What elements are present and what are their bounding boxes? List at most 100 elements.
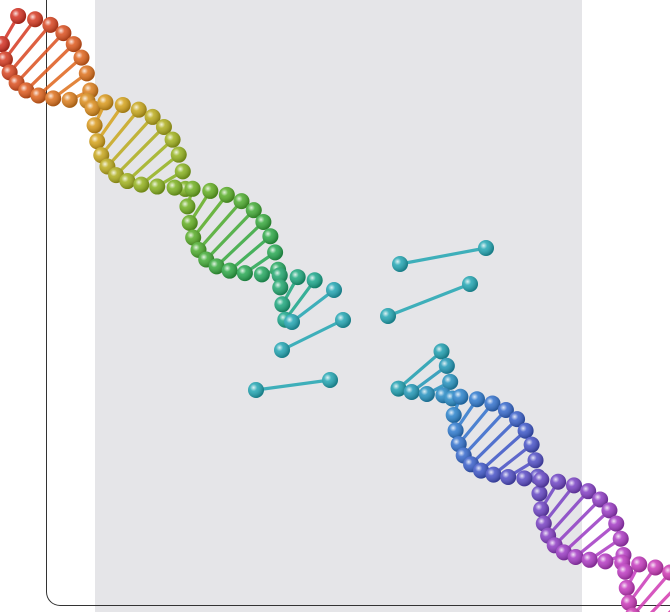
loose-bead-shine xyxy=(248,382,264,398)
loose-bead-shine xyxy=(392,256,408,272)
nucleotide-bead-shine xyxy=(473,462,490,479)
photo-background xyxy=(95,0,582,612)
nucleotide-bead-shine xyxy=(181,214,198,231)
loose-base-pairs xyxy=(248,240,494,398)
loose-rung xyxy=(290,288,336,324)
nucleotide-bead-shine xyxy=(533,471,550,488)
nucleotide-bead-shine xyxy=(0,51,13,68)
nucleotide-bead-shine xyxy=(516,470,533,487)
nucleotide-bead-shine xyxy=(617,563,634,580)
nucleotide-bead-shine xyxy=(184,180,201,197)
nucleotide-bead-shine xyxy=(272,279,289,296)
base-pair-rung xyxy=(15,31,65,85)
nucleotide-bead-shine xyxy=(233,193,250,210)
nucleotide-bead-shine xyxy=(253,266,270,283)
nucleotide-bead-shine xyxy=(452,388,469,405)
loose-bead-shine xyxy=(322,372,338,388)
nucleotide-bead-shine xyxy=(10,7,27,24)
base-pair-rung xyxy=(24,42,76,93)
nucleotide-bead-shine xyxy=(0,36,10,53)
nucleotide-bead-shine xyxy=(170,146,187,163)
nucleotide-bead-shine xyxy=(433,343,450,360)
base-pair-rung xyxy=(649,591,670,612)
base-pair-rung xyxy=(542,483,576,526)
loose-rung xyxy=(386,282,472,318)
loose-bead-shine xyxy=(284,314,300,330)
nucleotide-bead-shine xyxy=(484,395,501,412)
nucleotide-bead-shine xyxy=(144,108,161,125)
base-pair-rung xyxy=(574,521,618,559)
nucleotide-bead-shine xyxy=(621,594,638,611)
base-pair-rung xyxy=(215,220,265,268)
base-pair-rung xyxy=(562,508,612,554)
base-pair-rung xyxy=(196,199,244,252)
nucleotide-bead-shine xyxy=(185,229,202,246)
nucleotide-bead-shine xyxy=(179,198,196,215)
nucleotide-bead-shine xyxy=(271,267,288,284)
nucleotide-bead-shine xyxy=(618,579,635,596)
nucleotide-bead-shine xyxy=(89,133,106,150)
nucleotide-bead-shine xyxy=(468,391,485,408)
nucleotide-bead-shine xyxy=(262,228,279,245)
nucleotide-bead-shine xyxy=(130,101,147,118)
base-pair-rung xyxy=(553,497,602,547)
nucleotide-bead-shine xyxy=(155,118,172,135)
nucleotide-bead-shine xyxy=(497,402,514,419)
loose-bead-shine xyxy=(326,282,342,298)
nucleotide-bead-shine xyxy=(447,422,464,439)
nucleotide-bead-shine xyxy=(30,87,47,104)
nucleotide-bead-shine xyxy=(174,163,191,180)
nucleotide-bead-shine xyxy=(390,380,407,397)
helix-bottom-strand xyxy=(390,343,670,612)
nucleotide-bead-shine xyxy=(84,100,101,117)
nucleotide-bead-shine xyxy=(18,82,35,99)
nucleotide-bead-shine xyxy=(608,515,625,532)
nucleotide-bead-shine xyxy=(78,65,95,82)
nucleotide-bead-shine xyxy=(485,466,502,483)
nucleotide-bead-shine xyxy=(631,556,648,573)
base-pair-rung xyxy=(105,115,155,169)
base-pair-rung xyxy=(283,278,317,322)
nucleotide-bead-shine xyxy=(221,262,238,279)
base-pair-rung xyxy=(228,234,272,273)
base-pair-rung xyxy=(633,570,670,612)
nucleotide-bead-shine xyxy=(164,131,181,148)
nucleotide-bead-shine xyxy=(523,436,540,453)
nucleotide-bead-shine xyxy=(662,564,670,581)
nucleotide-bead-shine xyxy=(245,202,262,219)
nucleotide-bead-shine xyxy=(61,91,78,108)
nucleotide-bead-shine xyxy=(550,473,567,490)
nucleotide-bead-shine xyxy=(218,186,235,203)
nucleotide-bead-shine xyxy=(403,384,420,401)
loose-bead-shine xyxy=(380,308,396,324)
nucleotide-bead-shine xyxy=(612,530,629,547)
nucleotide-bead-shine xyxy=(202,182,219,199)
loose-bead-shine xyxy=(462,276,478,292)
nucleotide-bead-shine xyxy=(149,178,166,195)
nucleotide-bead-shine xyxy=(445,406,462,423)
nucleotide-bead-shine xyxy=(267,244,284,261)
base-pair-rung xyxy=(99,108,141,157)
base-pair-rung xyxy=(491,443,534,477)
nucleotide-bead-shine xyxy=(208,258,225,275)
nucleotide-bead-shine xyxy=(114,96,131,113)
nucleotide-bead-shine xyxy=(581,551,598,568)
nucleotide-bead-shine xyxy=(647,559,664,576)
base-pair-rung xyxy=(204,208,256,262)
loose-bead-shine xyxy=(335,312,351,328)
base-pair-rung xyxy=(3,17,37,61)
nucleotide-bead-shine xyxy=(531,485,548,502)
base-pair-rung xyxy=(462,408,508,458)
frame-border xyxy=(46,0,670,606)
loose-rung xyxy=(280,318,345,352)
loose-bead-shine xyxy=(274,342,290,358)
nucleotide-bead-shine xyxy=(119,173,136,190)
base-pair-rung xyxy=(125,138,175,183)
nucleotide-bead-shine xyxy=(567,549,584,566)
base-pair-rung xyxy=(8,23,52,74)
nucleotide-bead-shine xyxy=(45,90,62,107)
nucleotide-bead-shine xyxy=(73,49,90,66)
nucleotide-bead-shine xyxy=(236,265,253,282)
nucleotide-bead-shine xyxy=(438,357,455,374)
base-pair-rung xyxy=(36,56,84,98)
